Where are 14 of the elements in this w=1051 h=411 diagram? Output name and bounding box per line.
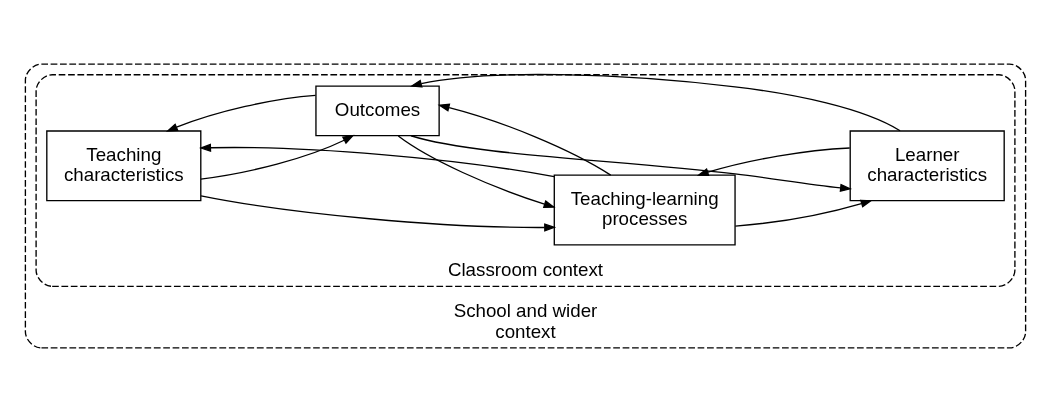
- arrow: [200, 134, 355, 180]
- node-box: Learner characteristics: [849, 129, 1005, 201]
- node-box: Outcomes: [315, 85, 440, 136]
- arrow: [409, 73, 901, 131]
- arrow: [410, 134, 853, 192]
- arrow: [696, 146, 851, 176]
- arrow: [734, 199, 873, 227]
- arrow: [397, 134, 556, 208]
- arrow: [165, 94, 317, 132]
- arrow: [437, 103, 612, 176]
- arrow: [200, 194, 557, 232]
- arrow: [199, 143, 555, 177]
- node-box: Teaching characteristics: [46, 129, 202, 201]
- node-box: Teaching-learning processes: [553, 174, 736, 245]
